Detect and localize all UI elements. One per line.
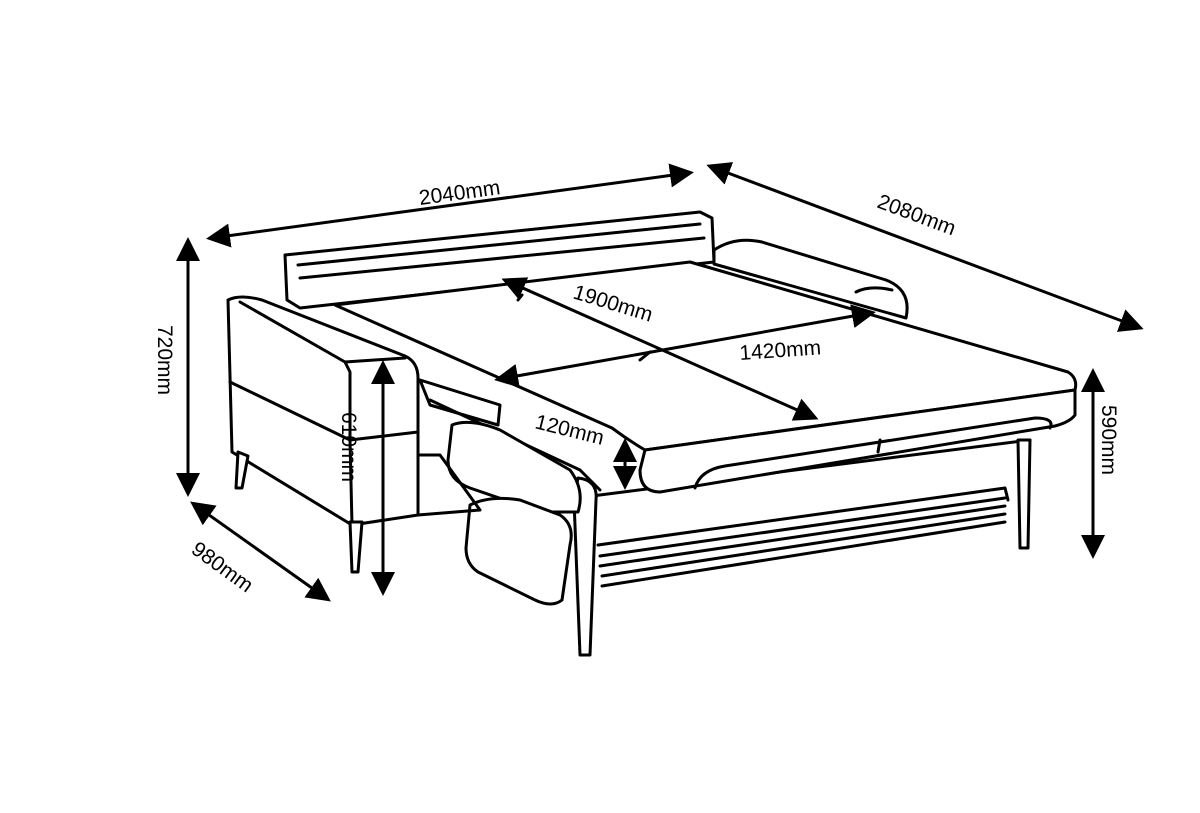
- folded-cushion-lower: [464, 496, 573, 606]
- label-height: 720mm: [153, 325, 176, 395]
- label-mattress-width: 1420mm: [739, 336, 822, 365]
- left-arm-leg-back: [234, 450, 250, 490]
- label-closed-depth: 980mm: [187, 537, 257, 597]
- label-arm-height: 610mm: [337, 412, 360, 482]
- front-leg: [572, 476, 598, 657]
- left-arm-leg-front: [348, 520, 364, 574]
- dimension-lines: [176, 162, 1144, 602]
- left-armrest: [226, 295, 420, 527]
- mattress-front: [638, 388, 1077, 494]
- folded-cushion-upper: [446, 420, 582, 514]
- label-bed-height: 590mm: [1097, 405, 1120, 475]
- right-leg: [1016, 438, 1032, 550]
